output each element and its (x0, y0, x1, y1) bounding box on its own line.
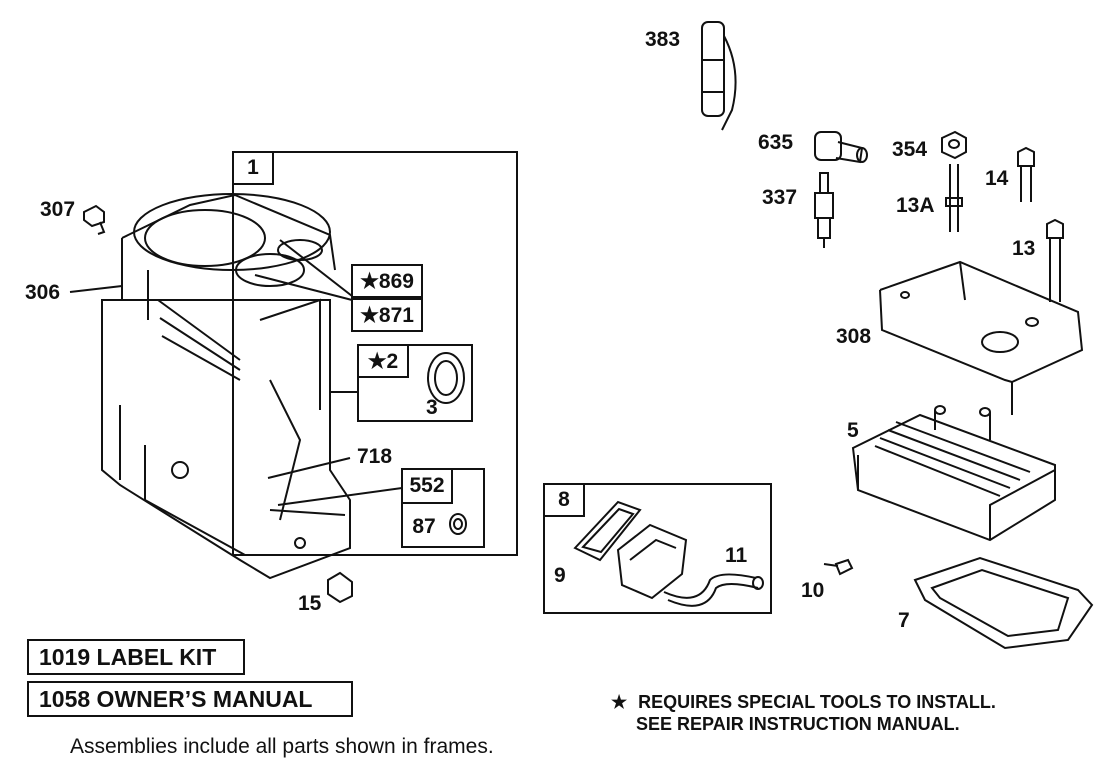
spark-plug-337-drawing (814, 172, 834, 248)
part-label-10: 10 (801, 579, 825, 602)
boot-635-drawing (814, 131, 868, 164)
terminal-383-drawing (701, 21, 737, 131)
nut-354-drawing (941, 130, 967, 160)
frame-label-1: 1 (232, 151, 274, 185)
part-label-718: 718 (357, 445, 393, 468)
cylinder-head-5-drawing (851, 405, 1056, 542)
part-label-7: 7 (898, 609, 910, 632)
part-label-308: 308 (836, 325, 872, 348)
star-icon: ★ (611, 692, 628, 712)
part-label-307: 307 (40, 198, 76, 221)
leader-871 (254, 274, 353, 301)
part-label-869: ★869 (351, 264, 423, 298)
part-label-3: 3 (426, 396, 438, 419)
washer-87-drawing (449, 513, 467, 535)
cylinder-block-drawing (101, 193, 351, 580)
frame-assembly-2 (357, 344, 473, 422)
note-line-2: SEE REPAIR INSTRUCTION MANUAL. (636, 714, 960, 734)
breather-tube-11-drawing (663, 573, 764, 607)
breather-cover-drawing (616, 523, 688, 600)
owners-manual-box: 1058 OWNER’S MANUAL (27, 681, 353, 717)
bolt-13-drawing (1046, 218, 1064, 302)
note-line-1: REQUIRES SPECIAL TOOLS TO INSTALL. (638, 692, 996, 712)
part-label-13a: 13A (896, 194, 935, 217)
part-label-383: 383 (645, 28, 681, 51)
frame-label-87: 87 (412, 515, 436, 538)
shield-308-drawing (879, 260, 1084, 415)
part-label-13: 13 (1012, 237, 1036, 260)
seal-3-drawing (427, 352, 465, 404)
gasket-9-drawing (573, 500, 642, 562)
part-label-15: 15 (298, 592, 322, 615)
part-label-354: 354 (892, 138, 928, 161)
leader-306 (69, 285, 123, 293)
bolt-14-drawing (1017, 146, 1035, 202)
part-label-9: 9 (554, 564, 566, 587)
leader-869 (279, 239, 353, 297)
frame-label-8: 8 (543, 483, 585, 517)
frame-label-552: 552 (401, 468, 453, 504)
gasket-7-drawing (913, 556, 1094, 650)
part-label-11: 11 (725, 544, 748, 567)
part-label-14: 14 (985, 167, 1009, 190)
leader-718 (267, 457, 351, 479)
part-label-337: 337 (762, 186, 798, 209)
stud-13a-drawing (945, 164, 963, 232)
part-label-635: 635 (758, 131, 794, 154)
frame-assembly-8 (543, 483, 772, 614)
assemblies-footer: Assemblies include all parts shown in fr… (70, 735, 494, 758)
part-label-871: ★871 (351, 298, 423, 332)
label-kit-box: 1019 LABEL KIT (27, 639, 245, 675)
plug-15-drawing (327, 571, 353, 604)
bolt-10-drawing (823, 558, 854, 576)
leader-552 (277, 487, 403, 506)
frame-assembly-1 (232, 151, 518, 556)
part-label-5: 5 (847, 419, 859, 442)
frame-label-2: ★2 (357, 344, 409, 378)
part-label-306: 306 (25, 281, 61, 304)
bolt-307-drawing (83, 204, 106, 235)
special-tools-note: ★ REQUIRES SPECIAL TOOLS TO INSTALL. SEE… (611, 691, 996, 735)
